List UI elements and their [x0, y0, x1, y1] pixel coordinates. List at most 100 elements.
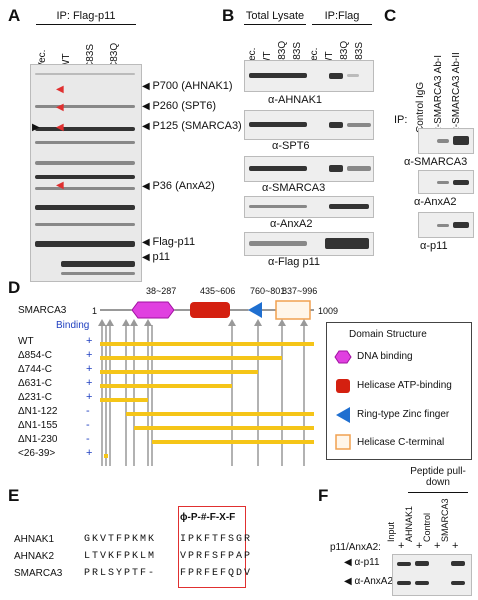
panel-d-letter: D: [8, 278, 21, 297]
panel-c-lane-2: α-SMARCA3 Ab-I: [433, 54, 444, 133]
construct-8: ΔN1-230: [18, 434, 58, 445]
panel-b-blot-2: [244, 110, 374, 140]
seq-name-2: AHNAK2: [14, 551, 55, 562]
domain-legend: Domain Structure DNA binding Helicase AT…: [326, 322, 472, 460]
band-label-1: P700 (AHNAK1): [142, 80, 232, 92]
panel-d-start: 1: [92, 306, 98, 316]
panel-c-lane-3: α-SMARCA3 Ab-II: [451, 52, 462, 133]
helicase-c-domain: [275, 300, 311, 320]
construct-binding-7: -: [86, 419, 90, 431]
seq-left-2: LTVKFPKLM: [84, 551, 157, 562]
panel-b-blot-label-2: α-SPT6: [272, 140, 310, 152]
panel-f-lane-4: SMARCA3: [440, 498, 450, 542]
seq-name-1: AHNAK1: [14, 534, 55, 545]
marker-a-1: ◀: [56, 84, 64, 95]
construct-binding-1: +: [86, 335, 93, 347]
panel-c-blot-label-2: α-AnxA2: [414, 196, 457, 208]
panel-a-letter: A: [8, 6, 21, 25]
legend-item-2: Helicase ATP-binding: [357, 380, 452, 391]
legend-cterm-icon: [335, 434, 351, 450]
motif-box: [178, 506, 246, 588]
marker-a-3b: ▶: [32, 122, 40, 133]
marker-a-2: ◀: [56, 102, 64, 113]
construct-binding-9: +: [86, 447, 93, 459]
panel-c-blot-1: [418, 128, 474, 154]
panel-f-blot: [392, 554, 472, 596]
seq-right-1: IPKFTFSGR: [180, 534, 253, 545]
legend-item-3: Ring-type Zinc finger: [357, 409, 450, 420]
construct-binding-3: +: [86, 363, 93, 375]
dna-binding-domain: [131, 301, 175, 319]
construct-5: Δ231-C: [18, 392, 52, 403]
motif-label: ϕ-P-#-F-X-F: [180, 512, 236, 523]
panel-f-lane-2: AHNAK1: [404, 505, 414, 542]
panel-a-header: IP: Flag-p11: [56, 10, 116, 22]
construct-3: Δ744-C: [18, 364, 52, 375]
panel-d-diagram: [98, 300, 314, 466]
legend-item-1: DNA binding: [357, 351, 413, 362]
panel-c-blot-3: [418, 212, 474, 238]
construct-2: Δ854-C: [18, 350, 52, 361]
panel-b-blot-label-3: α-SMARCA3: [262, 182, 326, 194]
panel-f-sign-4: +: [452, 540, 459, 552]
panel-f-sign-3: +: [434, 540, 441, 552]
construct-binding-2: +: [86, 349, 93, 361]
construct-binding-5: +: [86, 391, 93, 403]
panel-f-blot-label-2: α-AnxA2: [344, 576, 393, 587]
panel-c-blot-label-3: α-p11: [420, 240, 448, 252]
panel-c-lane-1: Control IgG: [415, 81, 426, 133]
construct-binding-4: +: [86, 377, 93, 389]
domain-range-3: 760~801: [250, 286, 286, 296]
panel-f-row-label: p11/AnxA2:: [330, 542, 381, 553]
construct-6: ΔN1-122: [18, 406, 58, 417]
panel-b-line-1: [244, 24, 306, 25]
band-label-5: Flag-p11: [142, 236, 195, 248]
panel-b-total: Total Lysate: [245, 10, 305, 22]
helicase-atp-domain: [190, 302, 230, 318]
band-label-3: P125 (SMARCA3): [142, 120, 241, 132]
panel-f-lane-3: Control: [422, 512, 432, 542]
legend-helicase-icon: [336, 379, 350, 393]
seq-right-3: FPRFEFQDV: [180, 568, 253, 579]
construct-9: <26-39>: [18, 448, 56, 459]
panel-c-blot-label-1: α-SMARCA3: [404, 156, 468, 168]
domain-range-2: 435~606: [200, 286, 236, 296]
construct-binding-6: -: [86, 405, 90, 417]
band-label-2: P260 (SPT6): [142, 100, 216, 112]
panel-b-line-2: [312, 24, 372, 25]
band-label-6: p11: [142, 251, 170, 263]
panel-d-protein: SMARCA3: [18, 305, 67, 316]
panel-b-blot-1: [244, 60, 374, 92]
construct-7: ΔN1-155: [18, 420, 58, 431]
domain-range-4: 837~996: [282, 286, 318, 296]
marker-a-4: ◀: [56, 180, 64, 191]
panel-f-blot-label-1: α-p11: [344, 557, 379, 568]
panel-b-blot-3: [244, 156, 374, 182]
band-label-4: P36 (AnxA2): [142, 180, 214, 192]
panel-f-lane-1: Input: [386, 521, 396, 542]
seq-left-1: GKVTFPKMK: [84, 534, 157, 545]
zinc-finger-domain: [248, 302, 262, 318]
construct-4: Δ631-C: [18, 378, 52, 389]
marker-a-3: ◀: [56, 122, 64, 133]
panel-f-sign-2: +: [416, 540, 423, 552]
legend-item-4: Helicase C-terminal: [357, 437, 445, 448]
panel-b-blot-label-1: α-AHNAK1: [268, 94, 323, 106]
panel-b-blot-label-5: α-Flag p11: [268, 256, 321, 268]
panel-f-title-line: [408, 492, 468, 493]
panel-b-ip: IP:Flag: [324, 10, 360, 22]
panel-c-letter: C: [384, 6, 397, 25]
legend-dna-icon: [334, 350, 352, 364]
panel-a-header-line: [36, 24, 136, 25]
seq-right-2: VPRFSFPAP: [180, 551, 253, 562]
legend-zinc-icon: [336, 407, 350, 423]
seq-left-3: PRLSYPTF-: [84, 568, 157, 579]
panel-b-letter: B: [222, 6, 235, 25]
panel-b-blot-5: [244, 232, 374, 256]
panel-d-end: 1009: [318, 306, 339, 316]
domain-range-1: 38~287: [146, 286, 177, 296]
panel-e-letter: E: [8, 486, 20, 505]
legend-swatches: [334, 350, 352, 450]
binding-header: Binding: [56, 320, 90, 331]
panel-f-title: Peptide pull-down: [410, 466, 466, 488]
